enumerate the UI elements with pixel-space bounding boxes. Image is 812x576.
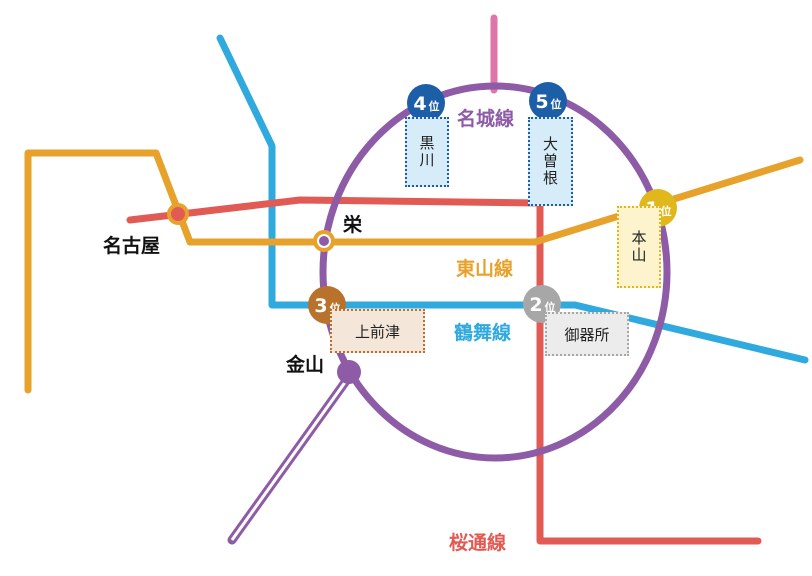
higashiyama-line-label: 東山線 xyxy=(456,257,513,280)
kanayama-station-label: 金山 xyxy=(285,353,324,376)
higashiyama-line-path xyxy=(24,149,804,394)
rank-2-number: 2 xyxy=(529,294,542,316)
nagoya-station-marker[interactable] xyxy=(167,203,189,225)
rank-4-station-box[interactable]: 黒川 xyxy=(405,117,449,187)
rank-2-station-box[interactable]: 御器所 xyxy=(545,312,629,356)
kanayama-station-marker[interactable] xyxy=(337,360,361,384)
rank-5-station-box[interactable]: 大曽根 xyxy=(528,117,573,206)
rank-4-badge[interactable]: 4 位 xyxy=(407,84,445,122)
meiko-line-double-inner xyxy=(230,373,353,541)
rank-5-number: 5 xyxy=(535,91,548,113)
sakae-station-inner xyxy=(319,236,329,246)
tsurumai-line-label: 鶴舞線 xyxy=(454,321,511,344)
sakae-station-label: 栄 xyxy=(342,213,363,236)
nagoya-station-label: 名古屋 xyxy=(103,234,160,257)
meijo-line-label: 名城線 xyxy=(457,107,514,130)
meijo-line-loop xyxy=(319,82,671,462)
rank-3-suffix: 位 xyxy=(330,301,341,315)
rank-2-suffix: 位 xyxy=(545,300,556,314)
sakuradori-line-label: 桜通線 xyxy=(449,531,506,554)
rank-5-suffix: 位 xyxy=(551,97,562,111)
rank-1-suffix: 位 xyxy=(661,204,672,218)
rank-3-station-box[interactable]: 上前津 xyxy=(330,309,425,353)
tsurumai-line-path xyxy=(216,34,809,364)
rank-1-station-name: 本山 xyxy=(629,230,648,264)
rank-3-station-name: 上前津 xyxy=(354,322,400,341)
rank-4-suffix: 位 xyxy=(429,99,440,113)
rank-5-station-name: 大曽根 xyxy=(541,136,559,187)
rank-3-number: 3 xyxy=(314,295,327,317)
rank-5-badge[interactable]: 5 位 xyxy=(529,82,567,120)
rank-4-number: 4 xyxy=(413,93,426,115)
rank-4-station-name: 黒川 xyxy=(417,135,436,169)
rank-1-station-box[interactable]: 本山 xyxy=(617,206,661,288)
rank-2-station-name: 御器所 xyxy=(564,325,610,344)
